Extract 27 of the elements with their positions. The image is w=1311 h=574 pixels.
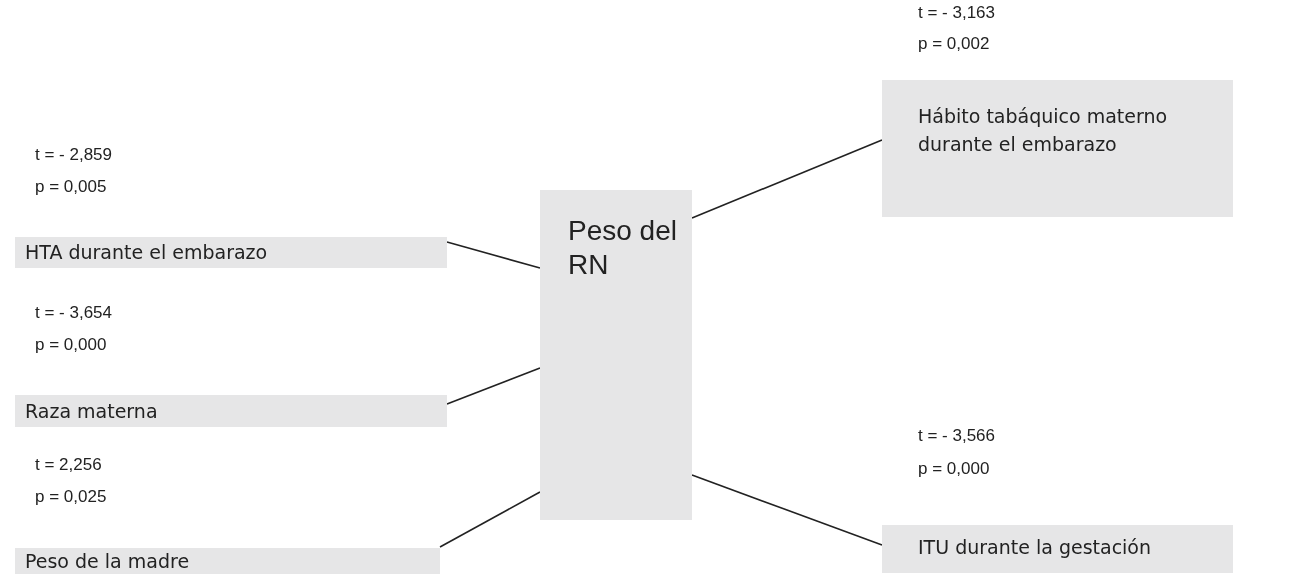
connector-line <box>691 139 883 219</box>
statistic-label: p = 0,025 <box>35 487 107 507</box>
variable-box <box>882 80 1233 217</box>
connector-line <box>691 474 883 546</box>
variable-label: Peso de la madre <box>25 549 191 574</box>
variable-label: Raza materna <box>25 399 159 424</box>
variable-label: Hábito tabáquico materno durante el embarazo <box>918 104 1169 157</box>
variable-label: HTA durante el embarazo <box>25 240 269 265</box>
variable-box <box>15 237 447 268</box>
variable-box <box>540 190 692 520</box>
statistic-label: p = 0,005 <box>35 177 107 197</box>
statistic-label: p = 0,002 <box>918 34 990 54</box>
statistic-label: t = 2,256 <box>35 455 102 475</box>
statistic-label: t = - 3,163 <box>918 3 996 23</box>
statistic-label: p = 0,000 <box>35 335 107 355</box>
statistic-label: t = - 2,859 <box>35 145 113 165</box>
variable-box <box>15 395 447 427</box>
variable-box <box>882 525 1233 573</box>
connector-line <box>446 241 541 269</box>
connector-line <box>439 491 541 548</box>
statistic-label: t = - 3,654 <box>35 303 113 323</box>
statistic-label: t = - 3,566 <box>918 426 996 446</box>
variable-label: ITU durante la gestación <box>918 535 1153 560</box>
statistic-label: p = 0,000 <box>918 459 990 479</box>
variable-box <box>15 548 440 574</box>
connector-line <box>446 367 541 405</box>
outcome-label: Peso del RN <box>568 214 678 282</box>
